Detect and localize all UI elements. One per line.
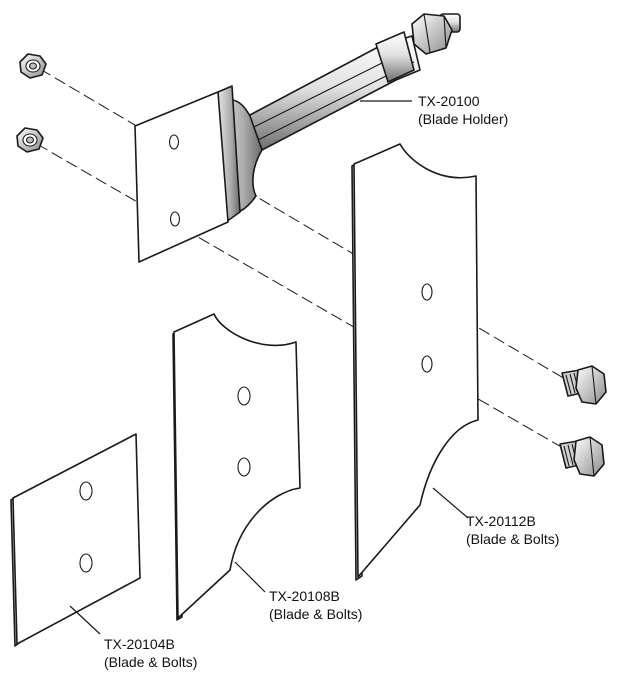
blade-holder-part xyxy=(134,13,461,263)
label-blade-small: TX-20104B (Blade & Bolts) xyxy=(104,636,197,670)
blade-medium-lower-hole xyxy=(237,457,251,477)
label-blade-large-desc: (Blade & Bolts) xyxy=(466,531,559,547)
blade-small-upper-hole xyxy=(79,481,93,501)
leader-lines xyxy=(69,100,469,635)
blade-small-plate xyxy=(12,433,141,645)
blade-medium-upper-hole xyxy=(237,386,251,406)
label-blade-medium-desc: (Blade & Bolts) xyxy=(269,606,362,622)
leader-blade-large xyxy=(432,487,469,519)
label-blade-holder: TX-20100 (Blade Holder) xyxy=(418,93,508,127)
blade-large-plate xyxy=(353,143,479,578)
upper-hex-bolt xyxy=(561,365,607,405)
holder-upper-bolt-hole xyxy=(168,134,180,150)
holder-collar xyxy=(375,31,415,83)
leader-blade-small xyxy=(69,605,101,635)
blade-small-part xyxy=(10,433,141,647)
upper-hex-nut xyxy=(19,53,47,79)
holder-lower-bolt-hole xyxy=(169,211,181,227)
lower-bolt-axis-line xyxy=(36,143,571,453)
lower-hex-nut xyxy=(16,127,44,153)
blade-large-upper-hole xyxy=(421,283,433,301)
label-blade-medium-part: TX-20108B xyxy=(269,588,340,604)
label-blade-large-part: TX-20112B xyxy=(466,513,536,529)
label-blade-holder-part: TX-20100 xyxy=(418,93,480,109)
label-blade-medium: TX-20108B (Blade & Bolts) xyxy=(269,588,362,622)
upper-bolt-axis-line xyxy=(39,68,573,384)
lower-hex-bolt xyxy=(559,436,605,477)
blade-small-lower-hole xyxy=(79,553,93,573)
blade-medium-plate xyxy=(173,313,301,619)
blade-medium-part xyxy=(172,313,301,621)
blade-large-lower-hole xyxy=(421,355,433,373)
holder-threaded-end xyxy=(411,13,461,55)
leader-blade-medium xyxy=(234,561,266,593)
label-blade-small-desc: (Blade & Bolts) xyxy=(104,654,197,670)
assembly-center-lines xyxy=(36,68,573,453)
label-blade-small-part: TX-20104B xyxy=(104,636,175,652)
blade-large-part xyxy=(351,143,479,581)
label-blade-holder-desc: (Blade Holder) xyxy=(418,111,508,127)
label-blade-large: TX-20112B (Blade & Bolts) xyxy=(466,513,559,547)
holder-mounting-plate xyxy=(134,91,229,263)
